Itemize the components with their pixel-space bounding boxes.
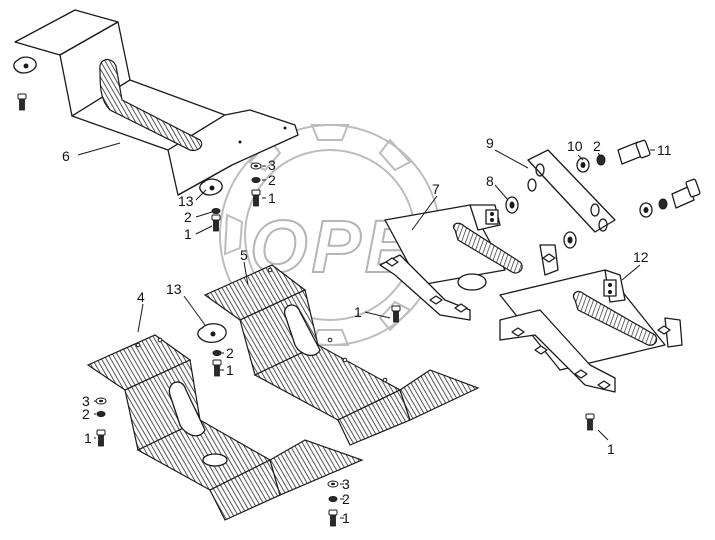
callout-1: 1	[268, 190, 276, 206]
part-7-bracket	[379, 204, 559, 321]
fastener-stack-bottom	[327, 480, 339, 527]
callout-7: 7	[432, 181, 440, 197]
callout-2: 2	[226, 345, 234, 361]
callout-2: 2	[82, 406, 90, 422]
callout-1: 1	[184, 226, 192, 242]
callout-4: 4	[137, 289, 145, 305]
callout-3: 3	[342, 476, 350, 492]
callout-1: 1	[84, 430, 92, 446]
leader-lines	[77, 142, 655, 519]
callout-1: 1	[607, 441, 615, 457]
part-13-spacer-lower	[197, 323, 227, 377]
callout-9: 9	[486, 135, 494, 151]
fastener-bottom-right	[585, 413, 595, 431]
part-4-mount	[86, 334, 364, 521]
callout-13: 13	[166, 281, 182, 297]
part-6-bracket	[13, 9, 299, 196]
callout-2: 2	[184, 209, 192, 225]
callout-labels: 6 3 2 13 2 1 1 9 10 2 11 8 7 5 12 4 13 1…	[62, 135, 672, 526]
fastener-stack-left	[95, 397, 107, 447]
part-5-mount	[203, 264, 480, 446]
callout-1: 1	[354, 304, 362, 320]
part-9-plate	[505, 149, 616, 249]
callout-1: 1	[226, 362, 234, 378]
callout-13: 13	[178, 193, 194, 209]
callout-2: 2	[342, 491, 350, 507]
callout-8: 8	[486, 173, 494, 189]
callout-12: 12	[633, 249, 649, 265]
callout-3: 3	[82, 393, 90, 409]
part-12-bracket	[499, 269, 683, 393]
callout-6: 6	[62, 148, 70, 164]
fastener-stack-right	[576, 139, 701, 218]
callout-2: 2	[593, 138, 601, 154]
callout-2: 2	[268, 172, 276, 188]
callout-3: 3	[268, 157, 276, 173]
callout-11: 11	[657, 142, 672, 158]
callout-5: 5	[240, 247, 248, 263]
callout-10: 10	[567, 138, 583, 154]
callout-1: 1	[342, 510, 350, 526]
